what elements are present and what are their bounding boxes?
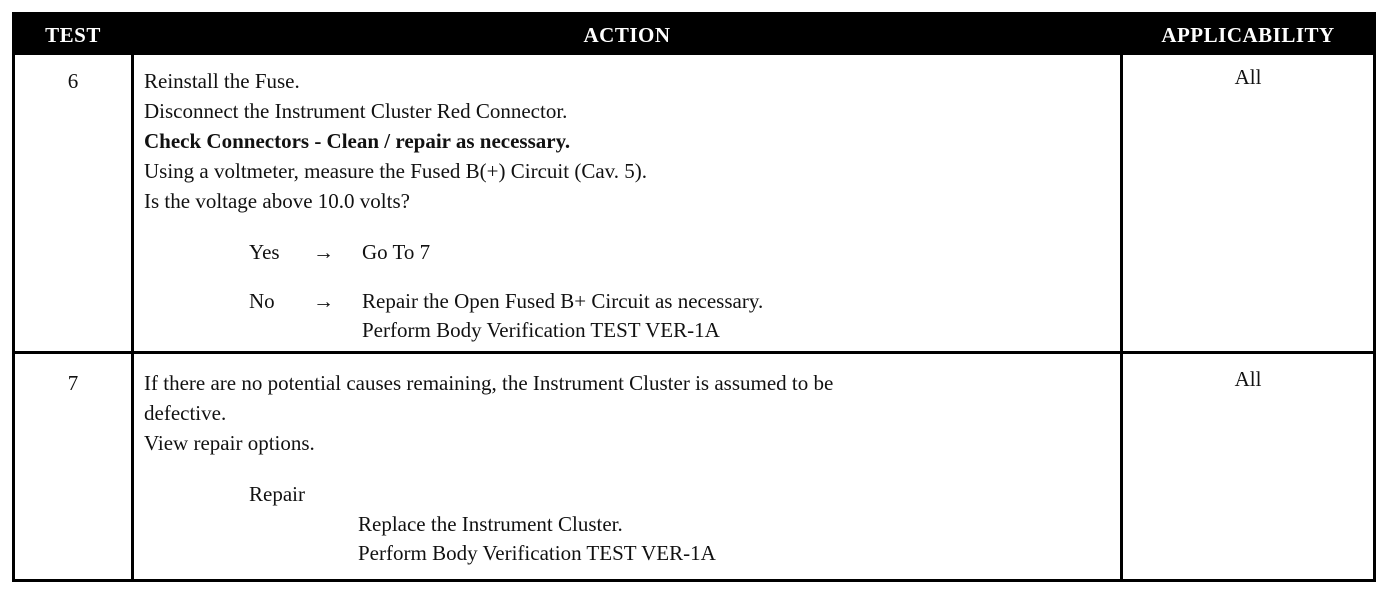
arrow-right-icon: → (313, 289, 334, 313)
header-action: ACTION (583, 23, 671, 47)
action-line: Using a voltmeter, measure the Fused B(+… (144, 159, 648, 183)
row-divider (15, 351, 1373, 354)
header-test: TEST (45, 23, 101, 47)
action-line: Reinstall the Fuse. (144, 69, 300, 93)
diagnostic-table: TEST ACTION APPLICABILITY 6 All Reinstal… (12, 12, 1376, 582)
repair-action: Replace the Instrument Cluster. (358, 512, 623, 536)
table-header: TEST ACTION APPLICABILITY (15, 15, 1373, 55)
action-line: Is the voltage above 10.0 volts? (144, 189, 410, 213)
yes-action: Go To 7 (362, 240, 431, 264)
action-line: View repair options. (144, 431, 315, 455)
no-action-verify: Perform Body Verification TEST VER-1A (362, 318, 720, 342)
column-divider (131, 55, 134, 579)
action-line: defective. (144, 401, 227, 425)
repair-action-verify: Perform Body Verification TEST VER-1A (358, 541, 716, 565)
action-line: If there are no potential causes remaini… (144, 371, 834, 395)
action-line: Disconnect the Instrument Cluster Red Co… (144, 99, 568, 123)
yes-label: Yes (249, 240, 280, 264)
arrow-right-icon: → (313, 240, 334, 264)
applicability-value: All (1234, 367, 1262, 391)
repair-label: Repair (249, 482, 305, 506)
action-line-bold: Check Connectors - Clean / repair as nec… (144, 129, 571, 153)
test-number: 6 (67, 69, 79, 93)
header-applicability: APPLICABILITY (1161, 23, 1335, 47)
no-label: No (249, 289, 275, 313)
applicability-value: All (1234, 65, 1262, 89)
test-number: 7 (67, 371, 79, 395)
no-action: Repair the Open Fused B+ Circuit as nece… (362, 289, 764, 313)
column-divider (1120, 55, 1123, 579)
